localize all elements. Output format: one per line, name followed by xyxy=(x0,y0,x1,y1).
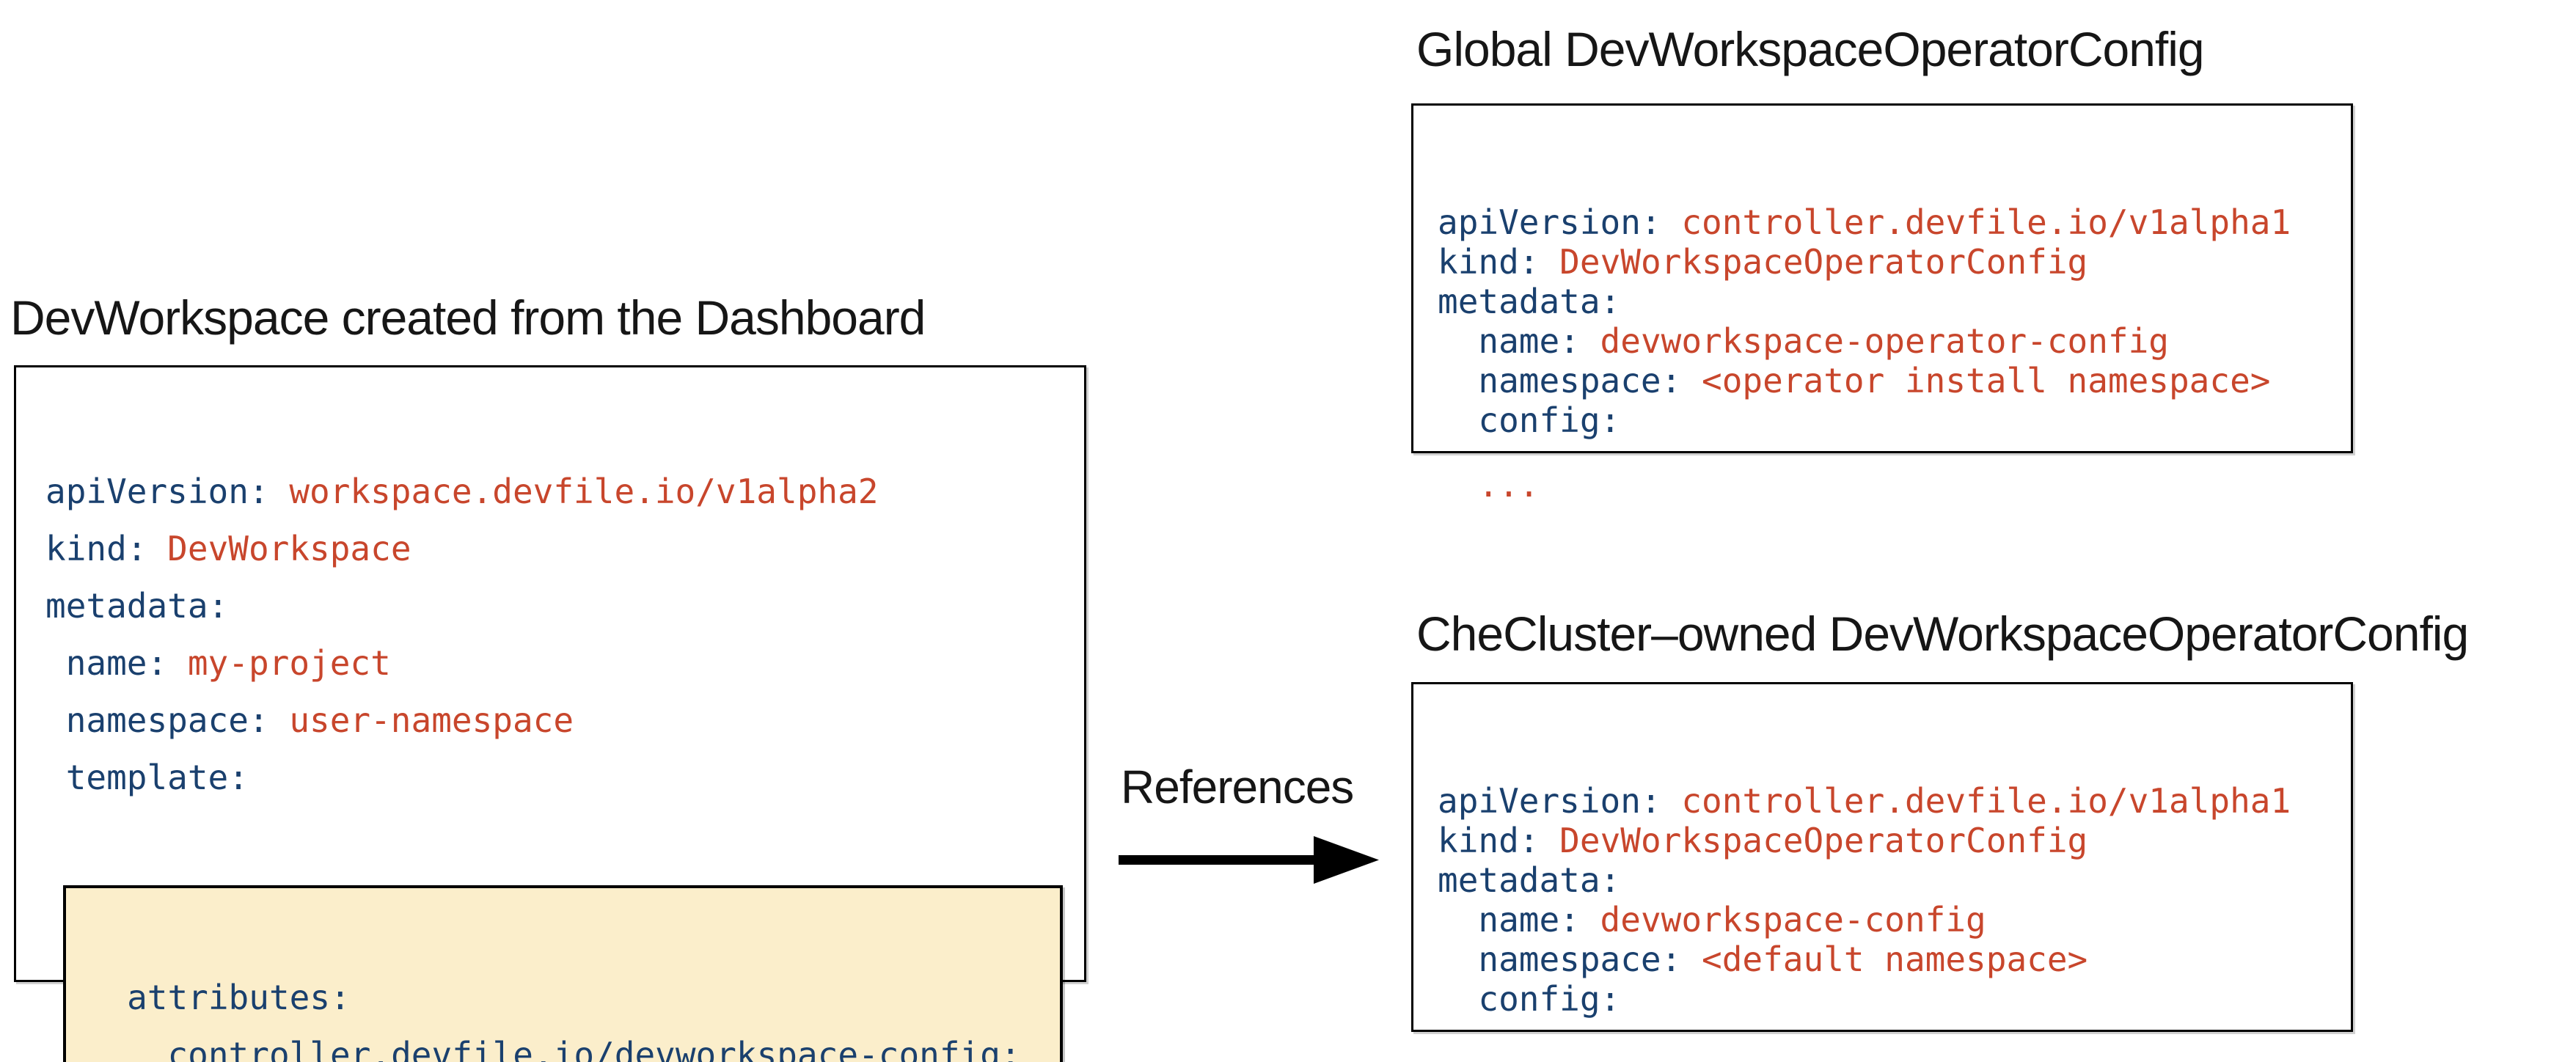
yaml-key: apiVersion: xyxy=(45,472,269,511)
yaml-line: ... xyxy=(1438,465,2351,505)
yaml-line: kind: DevWorkspaceOperatorConfig xyxy=(1438,242,2351,282)
yaml-line: namespace: user-namespace xyxy=(45,692,1084,749)
yaml-key: metadata: xyxy=(1438,860,1621,900)
yaml-line: metadata: xyxy=(45,577,1084,634)
devworkspace-config-highlight-code: attributes: controller.devfile.io/devwork… xyxy=(66,969,1060,1062)
yaml-value: controller.devfile.io/v1alpha1 xyxy=(1661,202,2291,242)
yaml-key: template: xyxy=(65,758,249,797)
yaml-value: user-namespace xyxy=(268,700,574,740)
yaml-line: ... xyxy=(1438,1044,2351,1062)
yaml-value: ... xyxy=(1478,1044,1539,1062)
yaml-value: ... xyxy=(1478,465,1540,505)
yaml-line: config: xyxy=(1438,400,2351,440)
yaml-line: name: devworkspace-operator-config xyxy=(1438,321,2351,361)
yaml-line: template: xyxy=(45,749,1084,806)
checluster-operator-config-title: CheCluster–owned DevWorkspaceOperatorCon… xyxy=(1416,607,2469,661)
yaml-key: namespace: xyxy=(65,700,269,740)
references-arrow-icon xyxy=(1119,836,1379,884)
yaml-key: metadata: xyxy=(45,586,229,626)
yaml-value: DevWorkspaceOperatorConfig xyxy=(1539,821,2088,860)
global-operator-config-title: Global DevWorkspaceOperatorConfig xyxy=(1416,22,2205,76)
yaml-key: controller.devfile.io/devworkspace-confi… xyxy=(167,1035,1021,1062)
yaml-line: kind: DevWorkspace xyxy=(45,520,1084,577)
yaml-value: controller.devfile.io/v1alpha1 xyxy=(1661,781,2291,821)
yaml-line: namespace: <default namespace> xyxy=(1438,940,2351,979)
yaml-line: metadata: xyxy=(1438,282,2351,321)
yaml-key: config: xyxy=(1478,979,1621,1019)
yaml-value: devworkspace-config xyxy=(1579,900,1986,940)
devworkspace-yaml-code: apiVersion: workspace.devfile.io/v1alpha… xyxy=(45,463,1084,806)
yaml-key: metadata: xyxy=(1438,282,1621,321)
yaml-key: name: xyxy=(65,643,168,683)
yaml-key: attributes: xyxy=(127,978,351,1017)
yaml-key: config: xyxy=(1478,400,1621,440)
global-operator-config-yaml-code: apiVersion: controller.devfile.io/v1alph… xyxy=(1438,202,2351,505)
yaml-key: apiVersion: xyxy=(1438,781,1661,821)
yaml-key: namespace: xyxy=(1478,940,1682,979)
devworkspace-box-title: DevWorkspace created from the Dashboard xyxy=(10,290,926,345)
yaml-value: devworkspace-operator-config xyxy=(1579,321,2169,361)
yaml-value: my-project xyxy=(167,643,391,683)
yaml-line: namespace: <operator install namespace> xyxy=(1438,361,2351,400)
yaml-key: name: xyxy=(1478,321,1580,361)
global-operator-config-yaml-box: apiVersion: controller.devfile.io/v1alph… xyxy=(1411,103,2353,505)
yaml-key: kind: xyxy=(1438,821,1540,860)
yaml-value: DevWorkspace xyxy=(147,529,411,568)
yaml-line: name: my-project xyxy=(45,634,1084,692)
references-label: References xyxy=(1121,761,1354,813)
yaml-line: config: xyxy=(1438,979,2351,1019)
devworkspace-yaml-box: apiVersion: workspace.devfile.io/v1alpha… xyxy=(14,365,1086,1062)
yaml-key: kind: xyxy=(45,529,147,568)
yaml-line: apiVersion: controller.devfile.io/v1alph… xyxy=(1438,781,2351,821)
yaml-line: apiVersion: controller.devfile.io/v1alph… xyxy=(1438,202,2351,242)
yaml-line: controller.devfile.io/devworkspace-confi… xyxy=(45,1026,1060,1062)
yaml-value: workspace.devfile.io/v1alpha2 xyxy=(268,472,879,511)
devworkspace-config-highlight-box: attributes: controller.devfile.io/devwork… xyxy=(63,885,1063,1062)
checluster-operator-config-yaml-box: apiVersion: controller.devfile.io/v1alph… xyxy=(1411,682,2353,1062)
yaml-line: name: devworkspace-config xyxy=(1438,900,2351,940)
yaml-key: name: xyxy=(1478,900,1580,940)
yaml-line: apiVersion: workspace.devfile.io/v1alpha… xyxy=(45,463,1084,520)
checluster-operator-config-yaml-code: apiVersion: controller.devfile.io/v1alph… xyxy=(1438,781,2351,1062)
yaml-line: metadata: xyxy=(1438,860,2351,900)
yaml-key: kind: xyxy=(1438,242,1540,282)
yaml-value: <operator install namespace> xyxy=(1681,361,2271,400)
yaml-line: attributes: xyxy=(45,969,1060,1026)
yaml-key: namespace: xyxy=(1478,361,1682,400)
yaml-value: <default namespace> xyxy=(1681,940,2088,979)
yaml-value: DevWorkspaceOperatorConfig xyxy=(1539,242,2088,282)
yaml-key: apiVersion: xyxy=(1438,202,1661,242)
yaml-line: kind: DevWorkspaceOperatorConfig xyxy=(1438,821,2351,860)
